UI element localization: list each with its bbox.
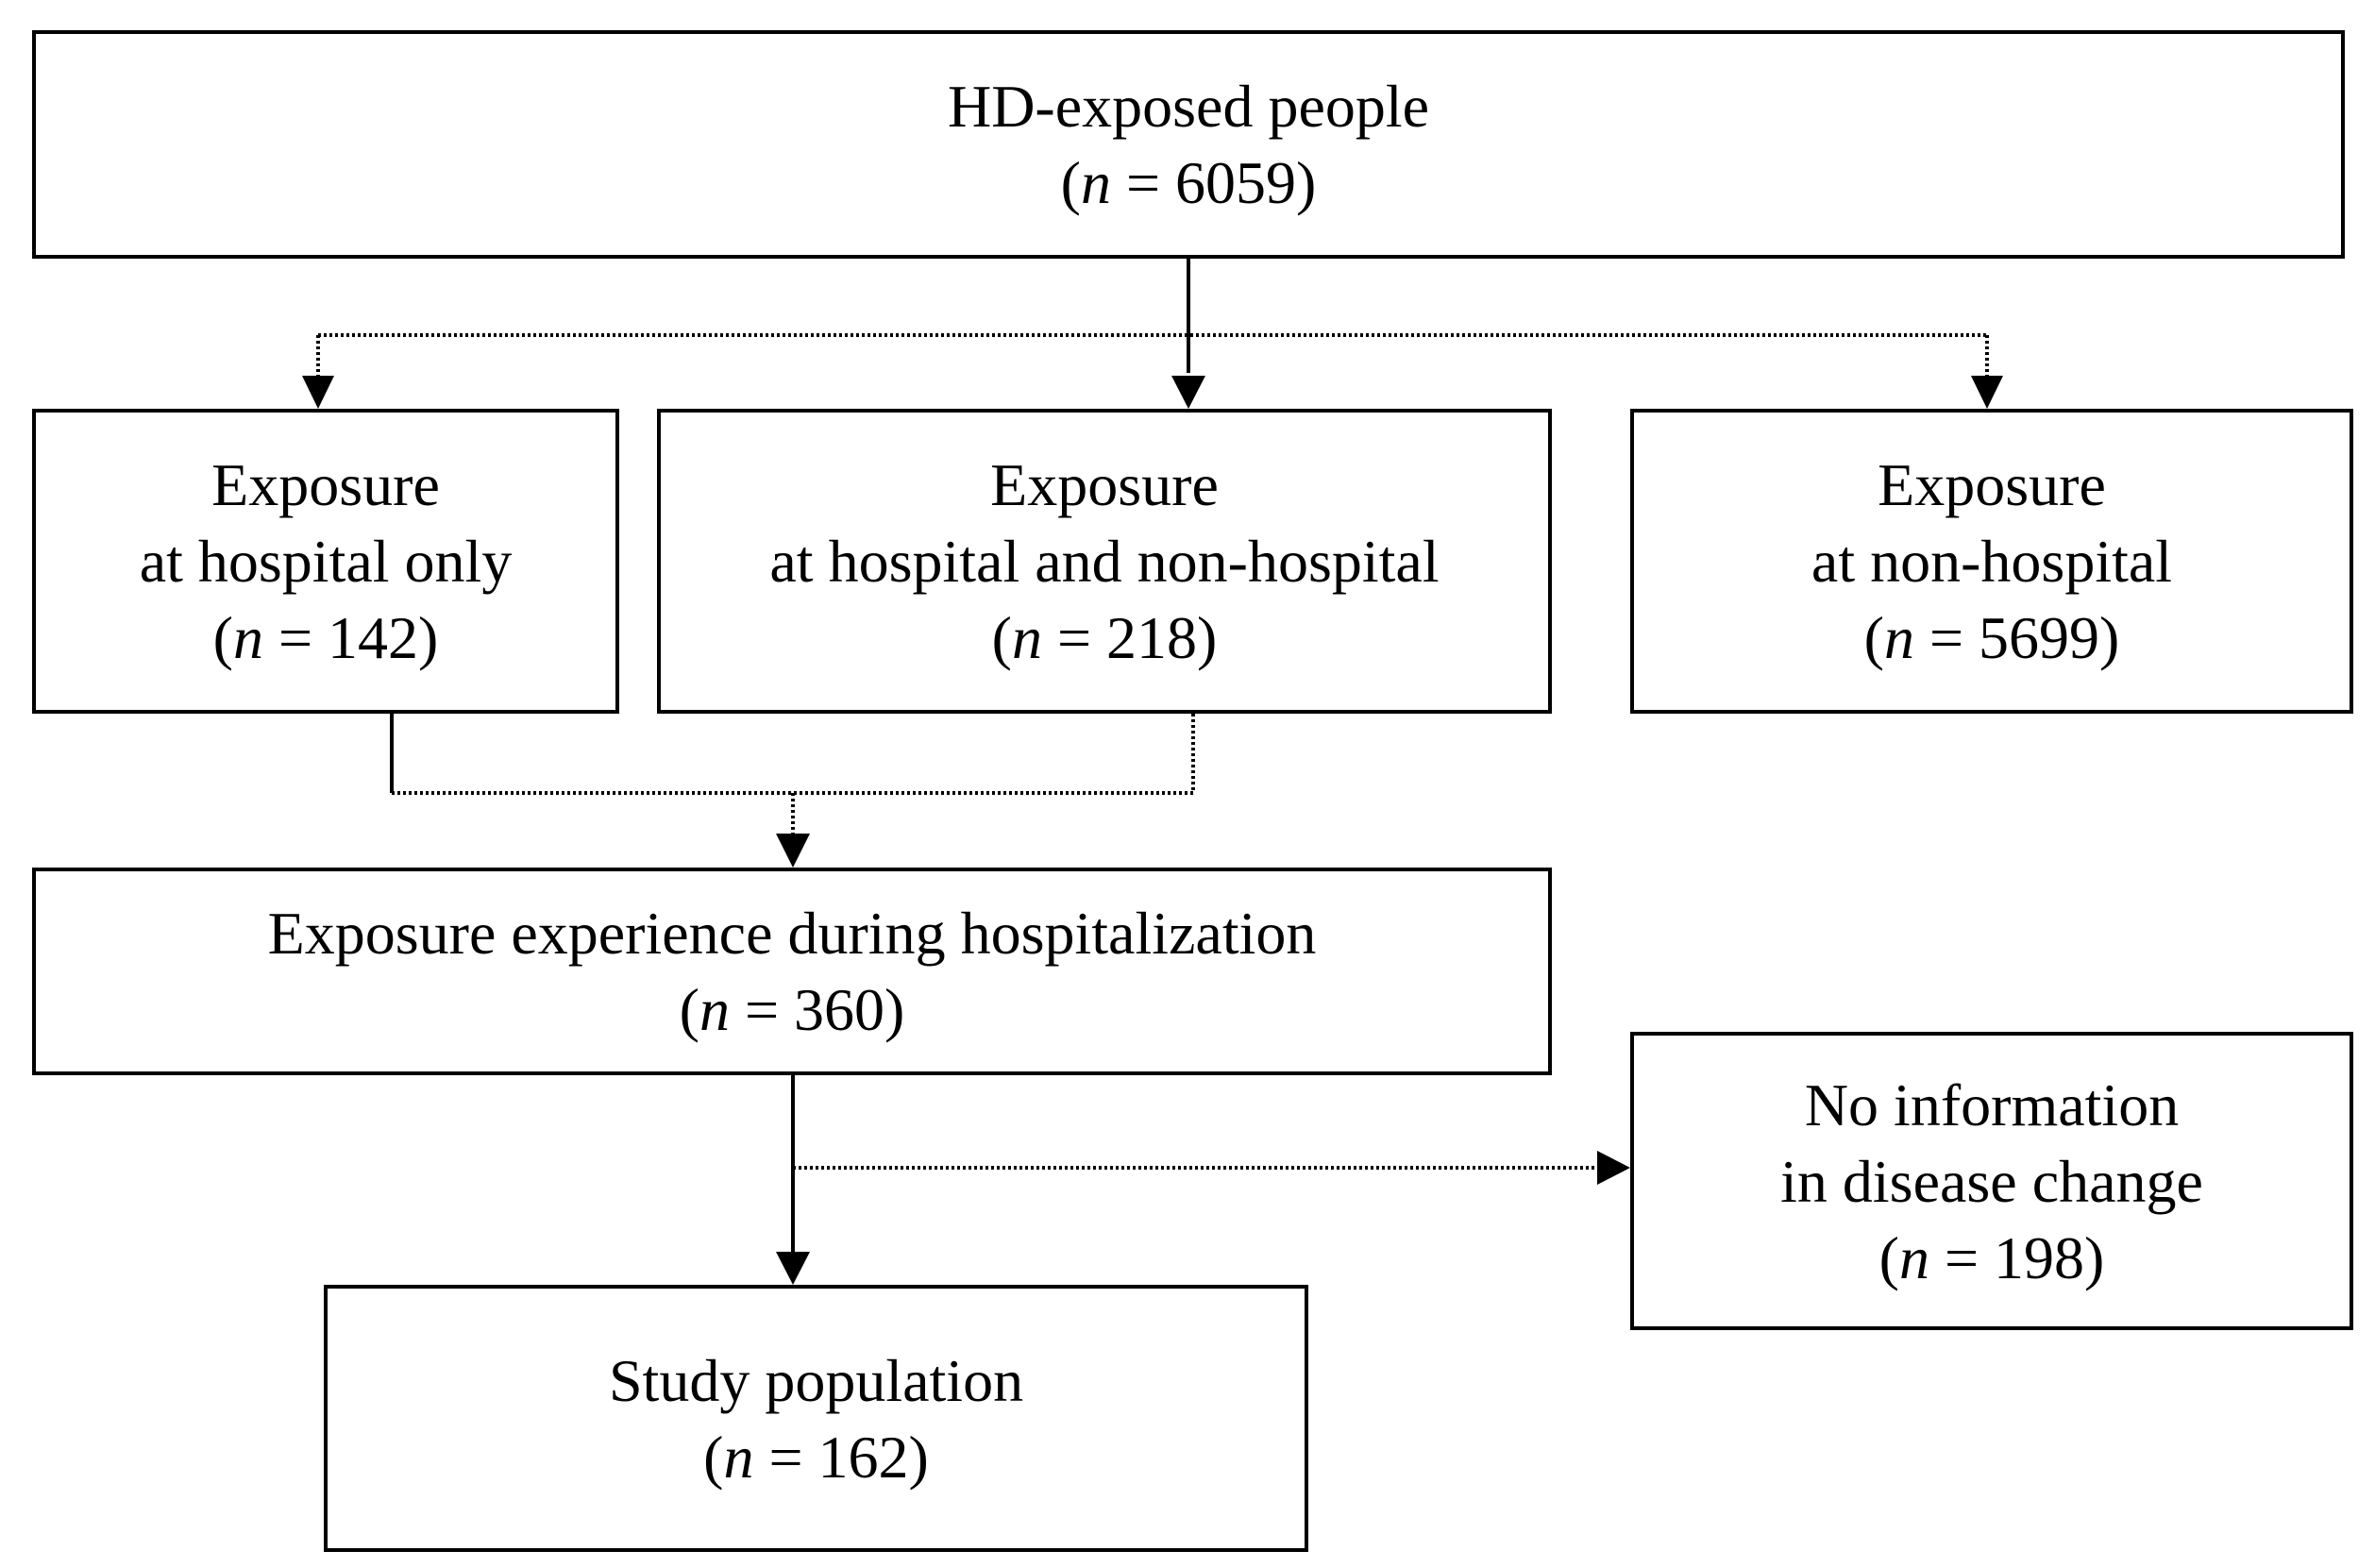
box-title: Exposure [1878, 451, 2106, 518]
count-label: (n = 162) [703, 1423, 929, 1491]
count-label: (n = 360) [679, 976, 905, 1043]
arrowhead-nonh [1971, 376, 2003, 409]
count-label: (n = 142) [212, 604, 439, 671]
box-title: Exposure experience during hospitalizati… [267, 900, 1317, 967]
arrowhead-both [1171, 376, 1205, 409]
box-exposure-hospital-and-non-hospital: Exposure at hospital and non-hospital (n… [657, 409, 1552, 714]
box-subtitle: in disease change [1780, 1147, 2203, 1215]
box-exposure-hospital-only: Exposure at hospital only (n = 142) [32, 409, 619, 714]
box-title: HD-exposed people [947, 73, 1430, 140]
count-label: (n = 6059) [1060, 149, 1317, 216]
box-no-information: No information in disease change (n = 19… [1630, 1032, 2353, 1330]
box-hd-exposed-people: HD-exposed people (n = 6059) [32, 30, 2345, 259]
box-title: No information [1804, 1071, 2180, 1138]
box-subtitle: at hospital only [139, 528, 513, 595]
box-title: Study population [608, 1346, 1024, 1414]
arrowhead-study [776, 1252, 810, 1285]
arrowhead-noinfo [1597, 1151, 1630, 1185]
box-subtitle: at non-hospital [1811, 528, 2173, 595]
box-subtitle: at hospital and non-hospital [769, 528, 1440, 595]
arrowhead-during [776, 834, 810, 868]
box-title: Exposure [211, 451, 440, 518]
box-title: Exposure [990, 451, 1219, 518]
count-label: (n = 218) [991, 604, 1218, 671]
arrowhead-hosp [302, 376, 334, 409]
box-study-population: Study population (n = 162) [324, 1285, 1308, 1552]
count-label: (n = 5699) [1863, 604, 2120, 671]
box-exposure-non-hospital: Exposure at non-hospital (n = 5699) [1630, 409, 2353, 714]
count-label: (n = 198) [1878, 1223, 2105, 1291]
box-exposure-during-hospitalization: Exposure experience during hospitalizati… [32, 868, 1552, 1075]
